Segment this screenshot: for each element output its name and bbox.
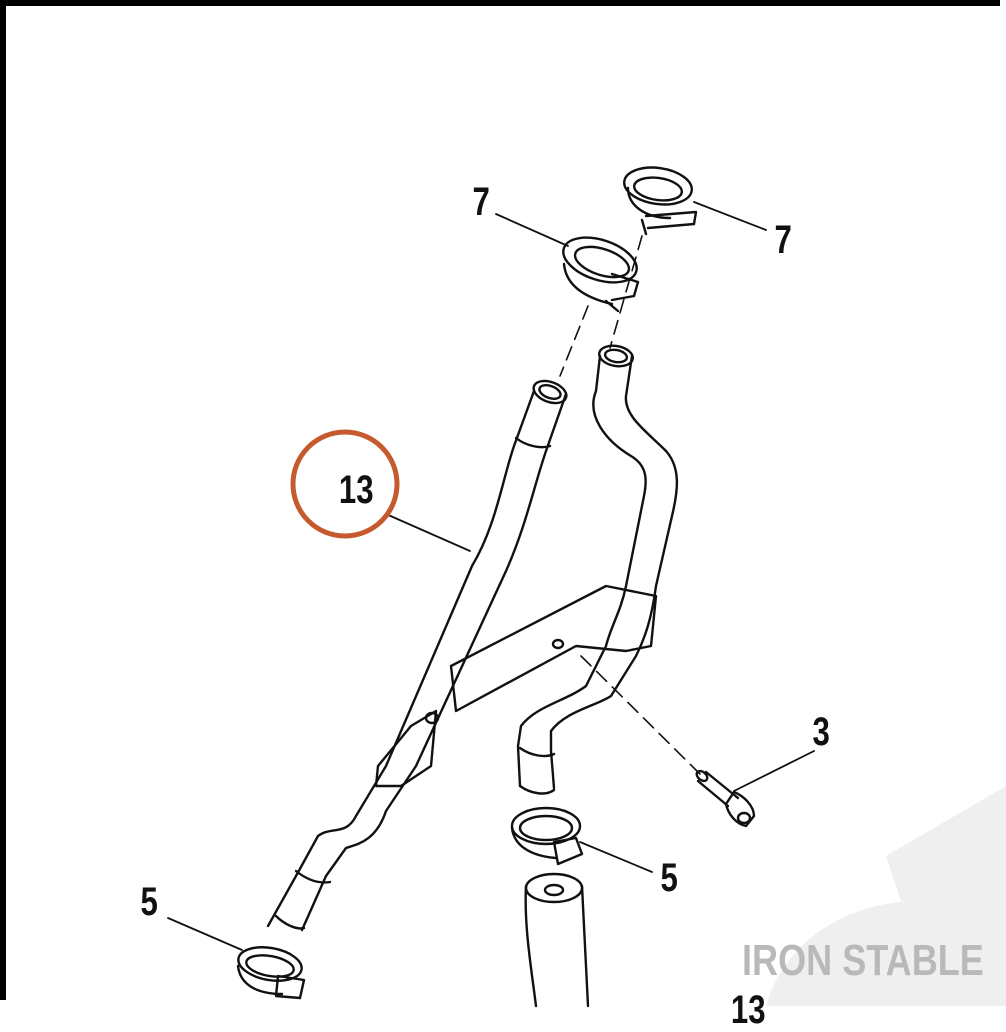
- hose-clamp-5-right: [510, 806, 584, 866]
- callout-13-partial: 13: [730, 988, 766, 1032]
- assembly-lines: [559, 235, 701, 775]
- watermark-text: IRON STABLE: [742, 936, 984, 985]
- watermark-shape: [766, 786, 1006, 1006]
- callout-13: 13: [338, 468, 374, 512]
- coolant-tube-13: [266, 379, 568, 932]
- callout-3: 3: [812, 710, 830, 754]
- parts-diagram: [167, 166, 1006, 1008]
- hose-clamp-7-right: [623, 166, 698, 236]
- coolant-hose-lower: [524, 872, 590, 1008]
- callout-7-right: 7: [774, 218, 792, 262]
- mounting-bracket: [374, 584, 658, 788]
- callout-5-left: 5: [140, 880, 158, 924]
- highlight-circle: [290, 429, 400, 539]
- hose-clamp-5-left: [236, 946, 306, 1000]
- callout-7-left: 7: [472, 180, 490, 224]
- hose-clamp-7-left: [562, 236, 640, 313]
- callout-5-right: 5: [660, 856, 678, 900]
- coolant-tube-right: [516, 344, 679, 795]
- leader-lines: [167, 201, 815, 951]
- bolt-3: [695, 769, 756, 828]
